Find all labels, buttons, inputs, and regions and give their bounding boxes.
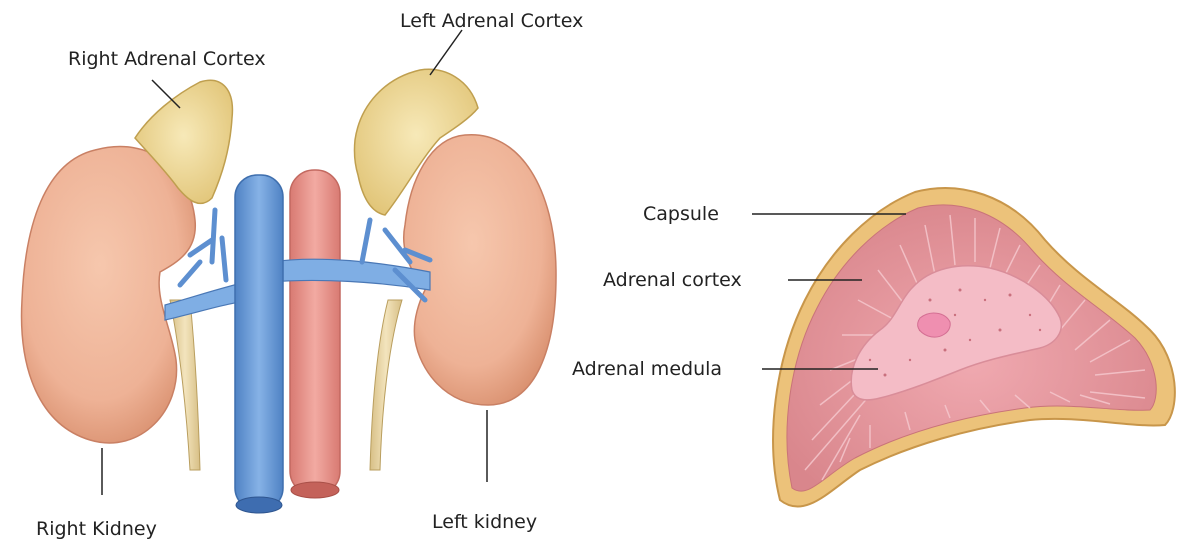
- right-kidney-shape: [22, 146, 196, 442]
- aorta: [290, 170, 340, 495]
- left-kidney-label: Left kidney: [432, 511, 537, 533]
- medulla-vessel: [918, 313, 951, 337]
- left-ureter: [370, 300, 402, 470]
- capsule-label: Capsule: [643, 203, 719, 225]
- left-adrenal-leader: [430, 30, 462, 75]
- adrenal-cortex-label: Adrenal cortex: [603, 269, 742, 291]
- right-adrenal-cortex-label: Right Adrenal Cortex: [68, 48, 266, 70]
- left-adrenal-cortex-label: Left Adrenal Cortex: [400, 10, 583, 32]
- adrenal-medula-label: Adrenal medula: [572, 358, 722, 380]
- vena-cava-opening: [236, 497, 282, 513]
- left-kidney-shape: [404, 135, 556, 405]
- aorta-opening: [291, 482, 339, 498]
- right-kidney-label: Right Kidney: [36, 518, 157, 540]
- inferior-vena-cava: [235, 175, 283, 510]
- kidneys-illustration: Right Adrenal Cortex Left Adrenal Cortex…: [22, 10, 584, 540]
- adrenal-cross-section: Capsule Adrenal cortex Adrenal medula: [572, 188, 1175, 507]
